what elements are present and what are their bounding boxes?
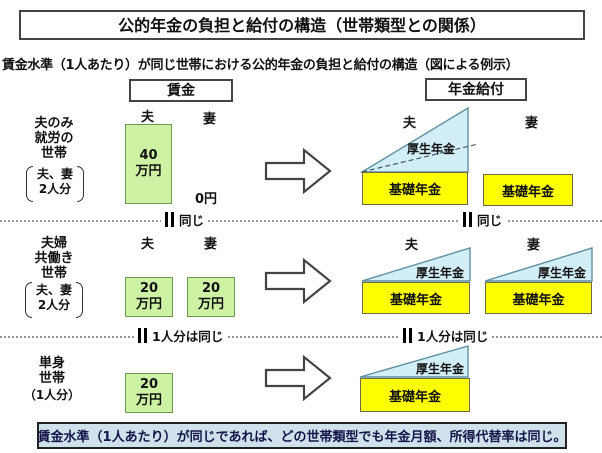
household-name-line: 世帯 (38, 371, 65, 386)
husband-column-label: 夫 (403, 116, 417, 131)
household-name-line: 世帯 (40, 266, 67, 281)
flow-arrow-icon (264, 257, 332, 305)
bracket-left-icon (25, 166, 33, 202)
wage-amount: 20 (139, 377, 159, 392)
husband-column-label: 夫 (141, 237, 155, 252)
summary-note: 賃金水準（1人あたり）が同じであれば、どの世帯類型でも年金月額、所得代替率は同じ… (37, 422, 567, 449)
wage-amount: 20 (139, 281, 159, 296)
household-type-label: 夫婦 共働き 世帯 (16, 236, 92, 281)
wage-box-single: 20 万円 (125, 373, 173, 413)
household-name-line: 世帯 (40, 146, 67, 161)
household-name-line: 夫のみ (34, 116, 74, 131)
household-type-label: 夫のみ 就労の 世帯 (16, 116, 92, 161)
flow-arrow-icon (264, 354, 332, 402)
husband-column-label: 夫 (405, 238, 419, 253)
same-label: 1人分は同じ (152, 329, 224, 344)
wage-unit: 万円 (135, 164, 162, 179)
bracket-line: 2人分 (37, 298, 71, 312)
wage-unit: 万円 (135, 393, 162, 408)
kosei-pension-triangle (359, 345, 469, 378)
basic-pension-box: 基礎年金 (483, 174, 573, 206)
household-type-label: 単身 世帯 (16, 356, 88, 386)
page-title: 公的年金の負担と給付の構造（世帯類型との関係） (19, 10, 585, 40)
bracket-text: 夫、妻 2人分 (33, 166, 77, 202)
bracket-text: 夫、妻 2人分 (32, 282, 76, 318)
bracket-line: 夫、妻 (35, 283, 72, 297)
same-label: 同じ (477, 213, 503, 228)
husband-column-label: 夫 (141, 110, 155, 125)
household-name-line: 共働き (34, 251, 74, 266)
bracket-left-icon (24, 282, 32, 318)
same-mark: 1人分は同じ (399, 327, 493, 344)
row-divider-line (0, 220, 602, 222)
wage-box-husband: 40 万円 (125, 124, 172, 204)
household-count-label: （1人分） (23, 388, 81, 402)
wage-box-husband: 20 万円 (125, 277, 173, 317)
kosei-pension-label: 厚生年金 (407, 142, 456, 156)
wife-column-label: 妻 (204, 237, 218, 252)
bracket-line: 2人分 (38, 182, 72, 196)
kosei-pension-label: 厚生年金 (416, 266, 465, 280)
wage-unit: 万円 (197, 297, 224, 312)
wage-zero-label: 0円 (195, 192, 218, 207)
same-label: 同じ (179, 213, 205, 228)
kosei-pension-label: 厚生年金 (416, 362, 465, 376)
same-mark: 1人分は同じ (134, 327, 228, 344)
kosei-pension-triangle (361, 247, 471, 282)
same-label: 1人分は同じ (417, 329, 489, 344)
bracket-line: 夫、妻 (36, 167, 73, 181)
wage-amount: 40 (139, 148, 158, 163)
wage-amount: 20 (201, 281, 221, 296)
equals-mark-icon (463, 212, 472, 227)
wage-header: 賃金 (129, 79, 233, 102)
household-count-bracket: 夫、妻 2人分 (14, 282, 94, 318)
same-mark: 同じ (161, 211, 209, 228)
equals-mark-icon (403, 328, 412, 343)
basic-pension-box: 基礎年金 (362, 172, 468, 205)
equals-mark-icon (138, 328, 147, 343)
diagram-subtitle: 賃金水準（1人あたり）が同じ世帯における公的年金の負担と給付の構造（図による例示… (2, 58, 519, 73)
bracket-right-icon (77, 166, 84, 202)
wife-column-label: 妻 (203, 112, 217, 127)
household-name-line: 夫婦 (40, 236, 67, 251)
wife-column-label: 妻 (527, 238, 541, 253)
household-count-bracket: 夫、妻 2人分 (16, 166, 94, 202)
kosei-pension-label: 厚生年金 (538, 266, 587, 280)
row-divider-line (0, 336, 602, 338)
household-name-line: 単身 (38, 356, 65, 371)
basic-pension-box: 基礎年金 (360, 378, 470, 412)
basic-pension-box: 基礎年金 (485, 282, 592, 314)
same-mark: 同じ (459, 211, 507, 228)
household-name-line: 就労の (34, 131, 74, 146)
wage-unit: 万円 (135, 297, 162, 312)
basic-pension-box: 基礎年金 (362, 282, 470, 314)
flow-arrow-icon (264, 147, 332, 195)
wage-box-wife: 20 万円 (187, 277, 235, 317)
wife-column-label: 妻 (525, 116, 539, 131)
bracket-right-icon (76, 282, 83, 318)
kosei-pension-triangle (484, 247, 593, 282)
equals-mark-icon (165, 212, 174, 227)
pension-benefit-header: 年金給付 (425, 78, 527, 101)
